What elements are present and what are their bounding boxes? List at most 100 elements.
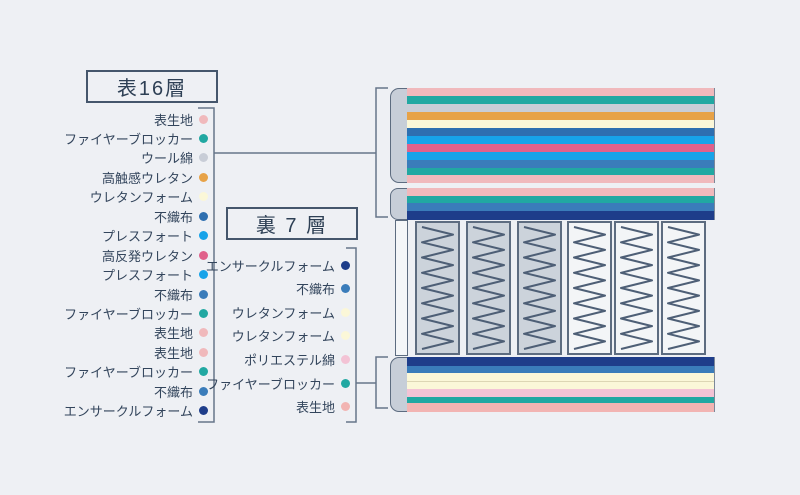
legend-item-label: ファイヤーブロッカー <box>64 365 193 381</box>
legend-item: エンサークルフォーム <box>196 256 350 274</box>
legend-item: 高反発ウレタン <box>40 246 208 264</box>
legend-color-dot <box>199 211 208 221</box>
back-legend-list: エンサークルフォーム不織布ウレタンフォームウレタンフォームポリエステル綿ファイヤ… <box>196 256 350 416</box>
legend-item: 不織布 <box>196 280 350 298</box>
legend-item-label: ウレタンフォーム <box>231 305 335 321</box>
legend-color-dot <box>199 192 208 202</box>
mattress-layer-band <box>407 120 714 128</box>
spring-coil <box>472 226 505 350</box>
spring-coil <box>620 226 653 350</box>
legend-item: エンサークルフォーム <box>40 402 208 420</box>
mattress-layer-band <box>407 396 714 404</box>
legend-item-label: 不織布 <box>153 384 193 400</box>
mattress-layer-band <box>407 188 714 196</box>
mattress-layer-band <box>407 152 714 161</box>
legend-color-dot <box>199 367 208 377</box>
spring-pocket <box>661 221 706 355</box>
legend-item-label: エンサークルフォーム <box>63 404 193 420</box>
legend-color-dot <box>341 331 350 341</box>
legend-item: プレスフォート <box>40 227 208 245</box>
legend-item-label: 表生地 <box>153 112 193 128</box>
legend-item-label: ファイヤーブロッカー <box>206 376 335 392</box>
spring-coil <box>421 226 454 350</box>
legend-item: プレスフォート <box>40 266 208 284</box>
legend-color-dot <box>199 386 208 396</box>
legend-color-dot <box>199 231 208 241</box>
legend-item: 表生地 <box>40 324 208 342</box>
mattress-layer-band <box>407 144 714 153</box>
legend-color-dot <box>341 284 350 294</box>
legend-item: ファイヤーブロッカー <box>196 374 350 392</box>
legend-item-label: プレスフォート <box>101 229 193 245</box>
spring-pocket <box>567 221 612 355</box>
legend-color-dot <box>199 153 208 163</box>
mattress-layer-band <box>407 210 714 220</box>
legend-item-label: エンサークルフォーム <box>205 258 335 274</box>
legend-color-dot <box>199 172 208 182</box>
legend-item: 表生地 <box>196 398 350 416</box>
legend-color-dot <box>341 378 350 388</box>
mattress-layer-band <box>407 127 714 136</box>
mattress-layer-band <box>407 135 714 145</box>
back-layers-title-box: 裏 7 層 <box>226 207 358 240</box>
legend-color-dot <box>341 402 350 412</box>
mattress-layer-band <box>407 389 714 397</box>
legend-item: 不織布 <box>40 382 208 400</box>
legend-color-dot <box>199 250 208 260</box>
spring-unit <box>395 220 715 356</box>
mattress-layer-band <box>407 366 714 374</box>
legend-item-label: ウール綿 <box>140 151 193 167</box>
legend-color-dot <box>341 355 350 365</box>
front-legend-list: 表生地ファイヤーブロッカーウール綿高触感ウレタンウレタンフォーム不織布プレスフォ… <box>40 110 208 420</box>
legend-item: ポリエステル綿 <box>196 351 350 369</box>
front-top-block <box>407 88 715 183</box>
legend-item-label: 高触感ウレタン <box>101 170 193 186</box>
legend-item-label: プレスフォート <box>101 268 193 284</box>
mattress-layer-band <box>407 167 714 175</box>
mattress-layer-band <box>407 380 714 390</box>
back-block <box>407 357 715 412</box>
mattress-layer-band <box>407 174 714 183</box>
mattress-layer-band <box>407 160 714 168</box>
spring-pocket <box>517 221 562 355</box>
legend-color-dot <box>199 270 208 280</box>
spring-pocket <box>466 221 511 355</box>
legend-item: ウレタンフォーム <box>40 188 208 206</box>
mattress-layer-band <box>407 403 714 412</box>
legend-color-dot <box>341 260 350 270</box>
spring-coil <box>523 226 556 350</box>
spring-pocket <box>614 221 659 355</box>
spring-pocket <box>415 221 460 355</box>
legend-item: ファイヤーブロッカー <box>40 363 208 381</box>
legend-item: 不織布 <box>40 285 208 303</box>
mattress-layer-band <box>407 203 714 211</box>
legend-item: ウレタンフォーム <box>196 303 350 321</box>
legend-color-dot <box>199 328 208 338</box>
mattress-layer-band <box>407 112 714 121</box>
legend-color-dot <box>199 289 208 299</box>
back-layers-title: 裏 7 層 <box>255 215 329 237</box>
front-layers-title: 表16層 <box>116 78 188 100</box>
legend-color-dot <box>199 309 208 319</box>
legend-item-label: ウレタンフォーム <box>231 329 335 345</box>
spring-coil <box>573 226 606 350</box>
legend-item: ウール綿 <box>40 149 208 167</box>
legend-color-dot <box>341 307 350 317</box>
front-mid-strip <box>407 188 715 220</box>
legend-color-dot <box>199 114 208 124</box>
legend-item-label: 表生地 <box>295 400 335 416</box>
legend-item-label: 表生地 <box>153 326 193 342</box>
legend-item: 高触感ウレタン <box>40 168 208 186</box>
legend-item: 表生地 <box>40 343 208 361</box>
mattress-layer-band <box>407 373 714 381</box>
legend-item-label: 表生地 <box>153 345 193 361</box>
legend-item-label: ファイヤーブロッカー <box>64 307 193 323</box>
legend-item-label: 不織布 <box>153 209 193 225</box>
mattress-layer-band <box>407 195 714 204</box>
front-layers-title-box: 表16層 <box>86 70 218 103</box>
legend-item: ウレタンフォーム <box>196 327 350 345</box>
legend-item: 不織布 <box>40 207 208 225</box>
spring-left-rail <box>395 220 408 356</box>
legend-item-label: ポリエステル綿 <box>243 353 335 369</box>
